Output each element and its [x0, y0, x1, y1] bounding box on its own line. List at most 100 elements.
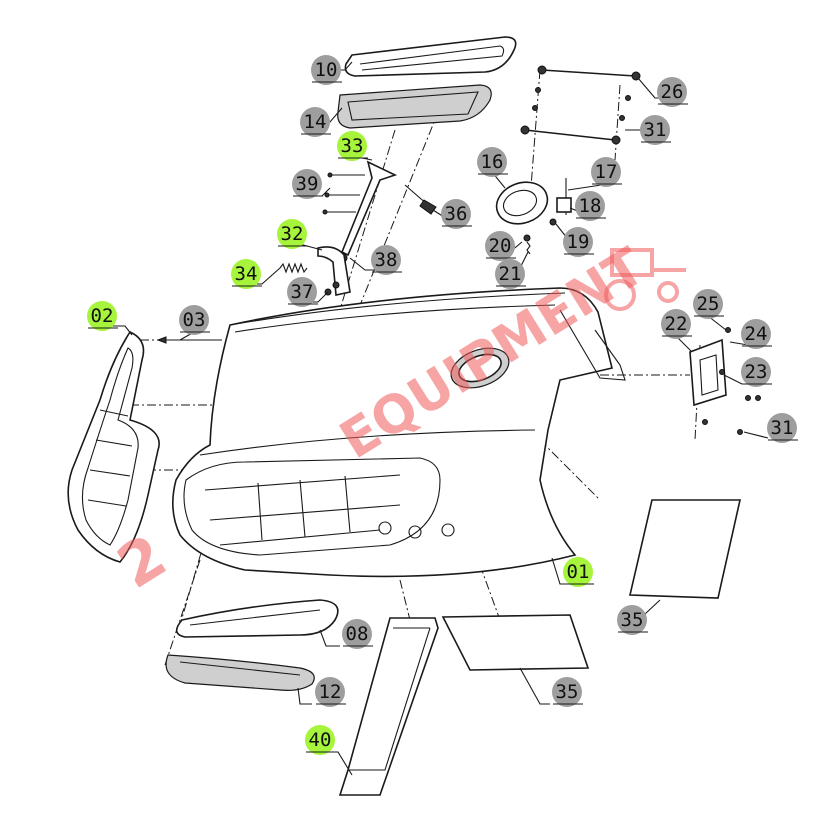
- callout-number: 03: [183, 309, 206, 331]
- callout-number: 23: [745, 361, 768, 383]
- callout-c34: 34: [231, 259, 262, 289]
- callout-c18: 18: [575, 191, 606, 221]
- callout-c17: 17: [591, 157, 622, 187]
- callout-c25: 25: [693, 289, 724, 319]
- callout-c21: 21: [495, 259, 526, 289]
- callout-bubble: [661, 309, 691, 339]
- callout-c39: 39: [292, 169, 323, 199]
- part-36-bolt: [404, 184, 437, 215]
- callout-c16: 16: [477, 147, 508, 177]
- callout-number: 31: [771, 417, 794, 439]
- callout-c24: 24: [741, 319, 772, 349]
- callout-number: 19: [567, 231, 590, 253]
- callout-bubble: [563, 557, 593, 587]
- callout-c23: 23: [741, 357, 772, 387]
- callout-c12: 12: [315, 677, 346, 707]
- callout-bubble: [741, 357, 771, 387]
- callout-bubble: [371, 245, 401, 275]
- callout-number: 17: [595, 161, 618, 183]
- callout-c40: 40: [305, 725, 336, 755]
- callout-number: 20: [489, 235, 512, 257]
- callout-c20: 20: [485, 231, 516, 261]
- callout-bubble: [640, 115, 670, 145]
- callout-number: 36: [445, 203, 468, 225]
- callout-number: 26: [661, 81, 684, 103]
- callout-c01: 01: [563, 557, 594, 587]
- callout-number: 24: [745, 323, 768, 345]
- callout-number: 33: [341, 135, 364, 157]
- part-03-arrow: [156, 336, 220, 344]
- callout-c14: 14: [300, 107, 331, 137]
- part-35-sheet-lower: [441, 614, 590, 671]
- callout-bubble: [337, 131, 367, 161]
- callout-c31b: 31: [767, 413, 798, 443]
- callout-bubble: [292, 169, 322, 199]
- callout-c26: 26: [657, 77, 688, 107]
- part-40-foam-block: [338, 617, 439, 796]
- tractor-logo-icon: [604, 248, 686, 311]
- part-22-hinge-bracket: [689, 327, 761, 435]
- callout-c22: 22: [661, 309, 692, 339]
- gas-struts: [520, 65, 641, 145]
- callout-number: 01: [567, 561, 590, 583]
- callout-bubble: [693, 289, 723, 319]
- callout-bubble: [657, 77, 687, 107]
- callout-number: 38: [375, 249, 398, 271]
- part-32-bracket: [317, 246, 351, 296]
- callout-number: 31: [644, 119, 667, 141]
- callout-bubble: [741, 319, 771, 349]
- callout-bubble: [315, 677, 345, 707]
- callout-bubble: [563, 227, 593, 257]
- callout-number: 32: [281, 223, 304, 245]
- callout-bubble: [485, 231, 515, 261]
- part-08-lower-trim: [175, 599, 339, 638]
- callout-c38: 38: [371, 245, 402, 275]
- part-17-19-hinge-hardware: [523, 178, 572, 255]
- callout-bubble: [617, 605, 647, 635]
- callout-bubble: [287, 277, 317, 307]
- callout-number: 14: [304, 111, 327, 133]
- callout-c37: 37: [287, 277, 318, 307]
- callout-c31a: 31: [640, 115, 671, 145]
- part-14-trim-panel: [337, 84, 492, 129]
- callout-c02: 02: [87, 301, 118, 331]
- callout-c32: 32: [277, 219, 308, 249]
- callout-bubble: [441, 199, 471, 229]
- callout-bubble: [591, 157, 621, 187]
- callout-c03: 03: [179, 305, 210, 335]
- callout-bubble: [277, 219, 307, 249]
- callout-number: 16: [481, 151, 504, 173]
- callout-c35b: 35: [552, 677, 583, 707]
- callout-c36: 36: [441, 199, 472, 229]
- callout-labels: 10 14 26 31 33 16 17 39 36 18 32 20 19 38 21 34 37 25 02 03…: [87, 55, 798, 755]
- callout-c08: 08: [342, 619, 373, 649]
- callout-number: 39: [296, 173, 319, 195]
- part-12-lower-trim: [165, 654, 315, 691]
- callout-bubble: [495, 259, 525, 289]
- callout-number: 10: [315, 59, 338, 81]
- part-02-grille-frame: [67, 330, 160, 563]
- callout-number: 35: [556, 681, 579, 703]
- callout-bubble: [342, 619, 372, 649]
- callout-number: 21: [499, 263, 522, 285]
- callout-number: 12: [319, 681, 342, 703]
- part-34-spring: [279, 262, 308, 274]
- callout-number: 37: [291, 281, 314, 303]
- callout-bubble: [311, 55, 341, 85]
- callout-number: 35: [621, 609, 644, 631]
- callout-bubble: [231, 259, 261, 289]
- part-35-sheet-right: [629, 499, 741, 599]
- callout-c19: 19: [563, 227, 594, 257]
- callout-number: 34: [235, 263, 258, 285]
- callout-bubble: [767, 413, 797, 443]
- callout-bubble: [87, 301, 117, 331]
- part-01-hood: [172, 287, 626, 578]
- callout-c33: 33: [337, 131, 368, 161]
- callout-bubble: [300, 107, 330, 137]
- callout-c35a: 35: [617, 605, 648, 635]
- callout-number: 08: [346, 623, 369, 645]
- callout-bubble: [575, 191, 605, 221]
- callout-number: 25: [697, 293, 720, 315]
- callout-bubble: [552, 677, 582, 707]
